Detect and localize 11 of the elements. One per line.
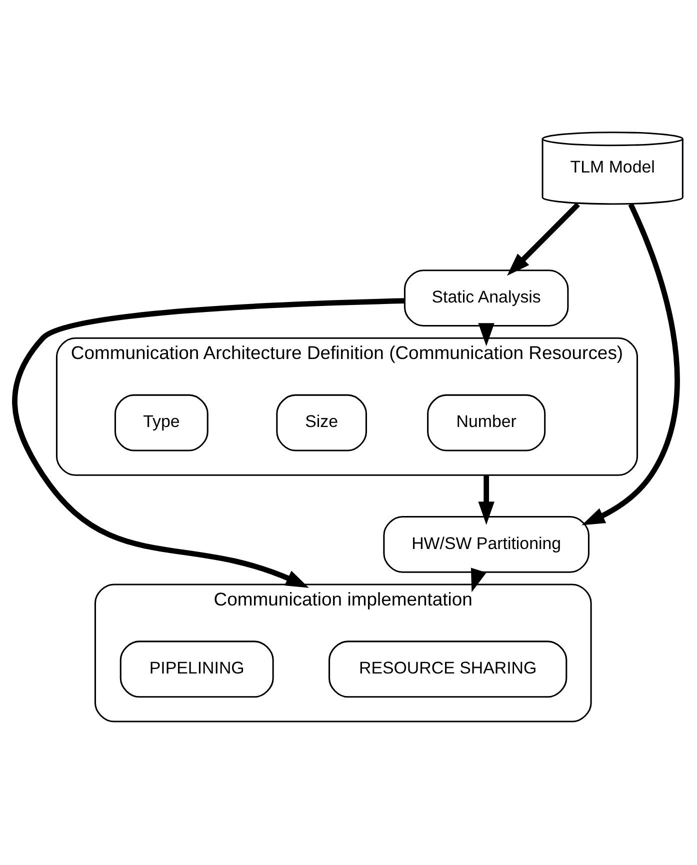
arrow xyxy=(478,474,494,524)
arrow xyxy=(470,567,486,592)
node-box: Number xyxy=(427,394,546,451)
node-box: RESOURCE SHARING xyxy=(328,640,568,698)
arrow xyxy=(12,298,405,588)
node-box: Size xyxy=(276,394,367,451)
node-box: Type xyxy=(114,394,208,451)
node-box: PIPELINING xyxy=(120,640,274,698)
arrow xyxy=(478,322,494,346)
arrow xyxy=(582,202,680,525)
arrow xyxy=(507,202,580,276)
